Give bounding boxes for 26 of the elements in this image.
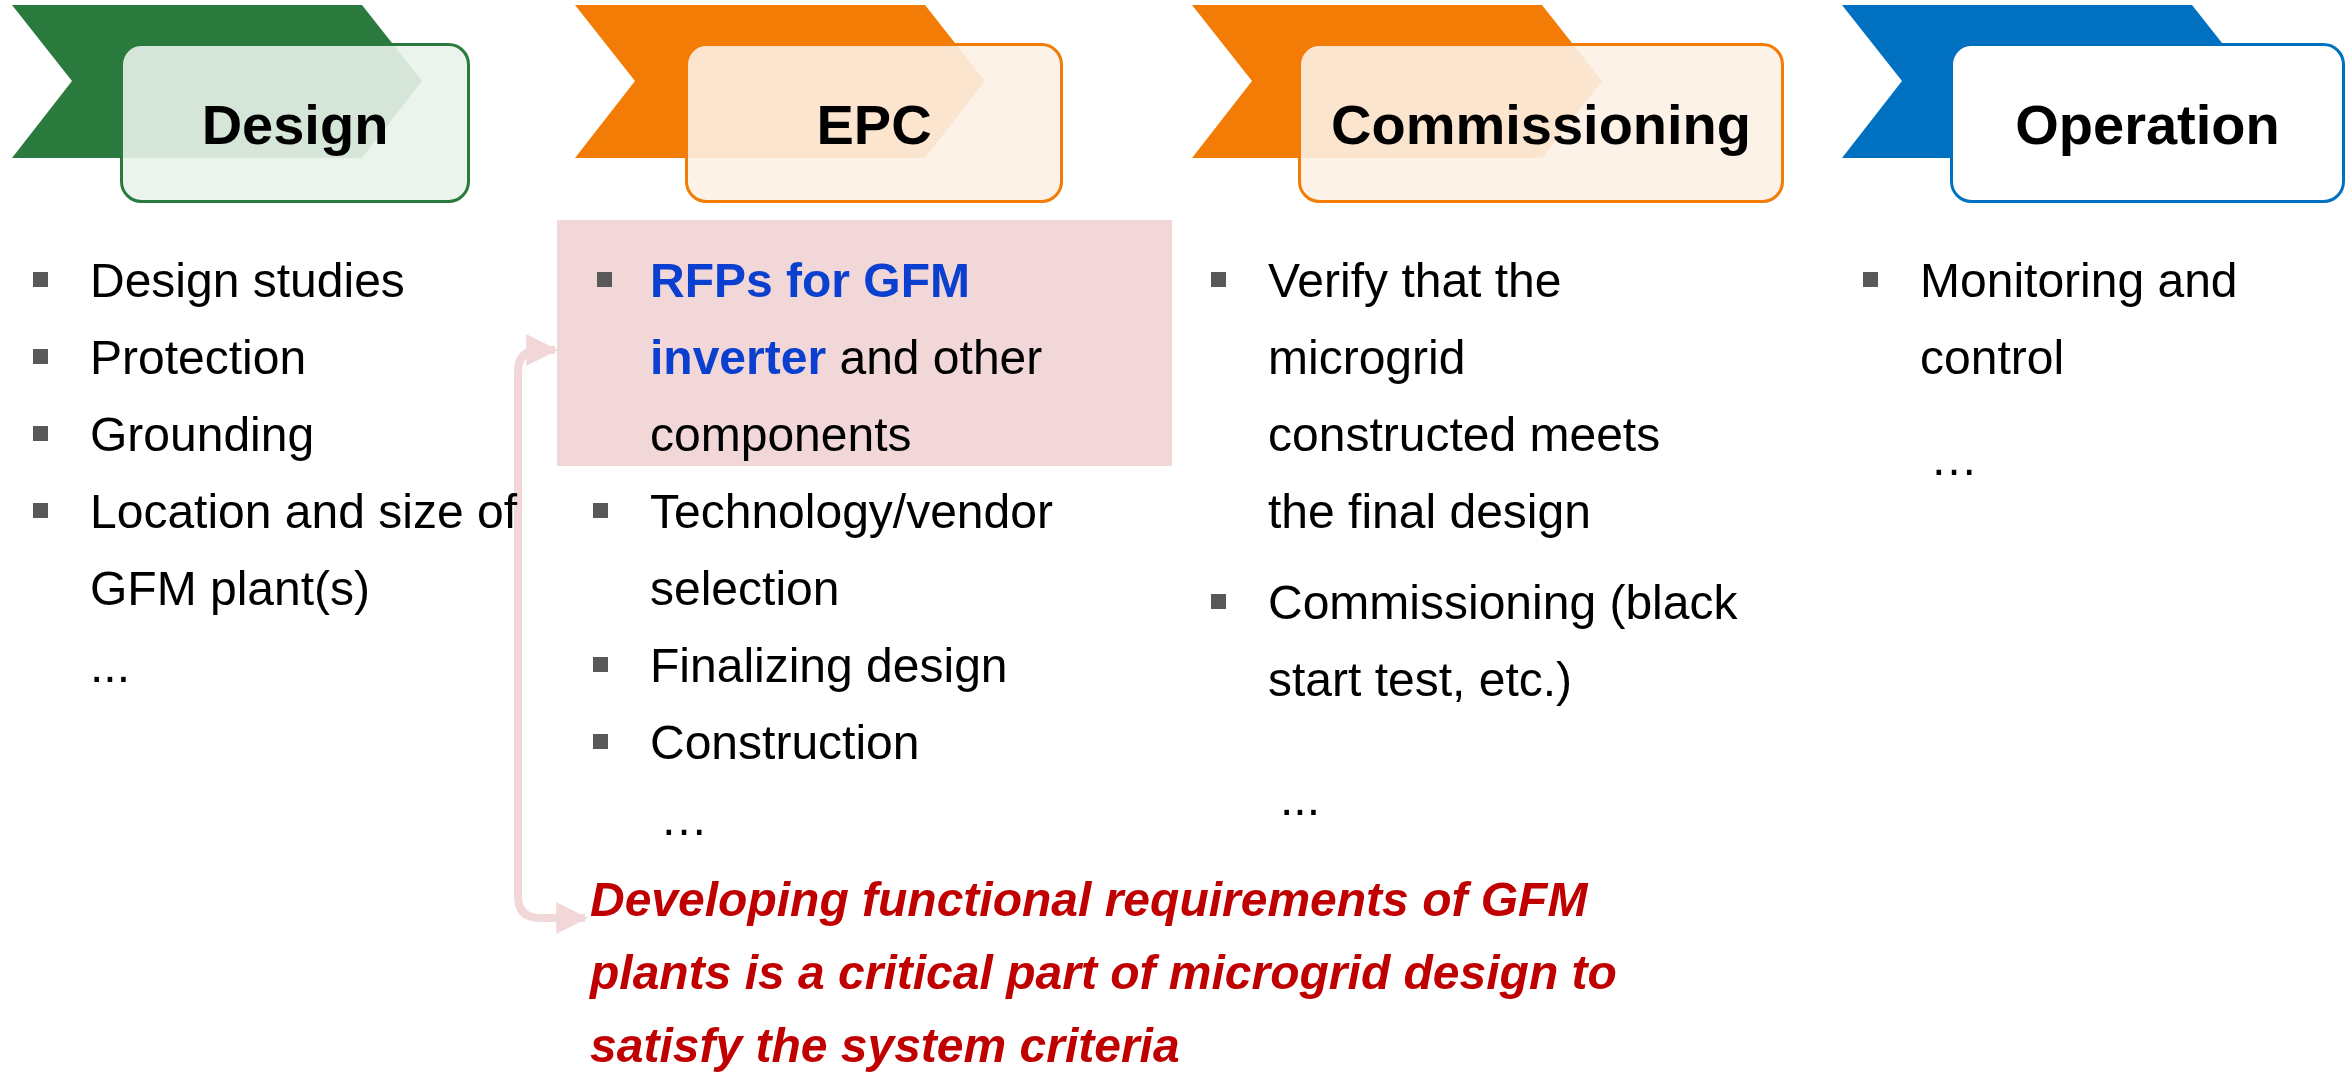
bracket-arrow: [514, 334, 589, 934]
bullet-text: RFPs for GFM inverter and other components: [650, 253, 1044, 463]
ellipsis-text: …: [660, 791, 709, 847]
bullet-text: Protection: [90, 330, 308, 386]
ellipsis-text: ...: [1280, 771, 1321, 827]
bullet-text: Construction: [650, 715, 921, 771]
bullet-text: Technology/vendor selection: [650, 484, 1054, 617]
phase-title: Operation: [2014, 92, 2281, 158]
ellipsis-text: …: [1930, 431, 1979, 487]
phase-banner: [575, 5, 1065, 205]
phase-title: EPC: [815, 92, 933, 158]
ellipsis-text: ...: [90, 638, 131, 694]
bullet-text: Design studies: [90, 253, 406, 309]
phase-banner: [1192, 5, 1786, 205]
highlight-box: [557, 220, 1172, 466]
phase-banner: [12, 5, 472, 205]
bullet-text: Finalizing design: [650, 638, 1009, 694]
phase-title: Commissioning: [1330, 92, 1752, 158]
phase-banner: [1842, 5, 2347, 205]
bullet-text: Monitoring and control: [1920, 253, 2239, 386]
bullet-text: Commissioning (black start test, etc.): [1268, 575, 1739, 708]
phase-title: Design: [200, 92, 390, 158]
bullet-text: Verify that the microgrid constructed meets the final design: [1268, 253, 1662, 540]
bullet-text: Location and size of GFM plant(s): [90, 484, 519, 617]
bullet-text: Grounding: [90, 407, 316, 463]
note-text: Developing functional requirements of GFM plants is a critical part of microgrid design to satisfy the system criteria: [590, 863, 1690, 1081]
